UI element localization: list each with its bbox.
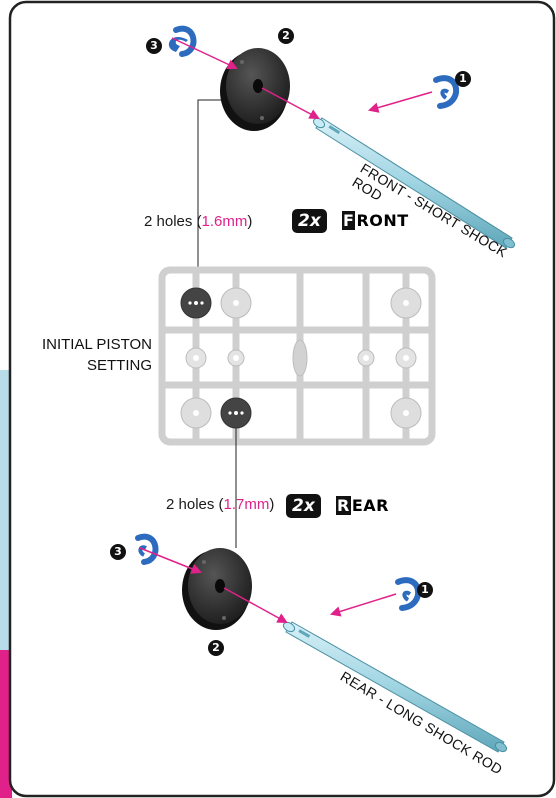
front-arrow-piston-to-rod [261,87,320,119]
rear-step-2-marker: 2 [208,640,224,656]
rear-arrow-clip3-to-piston [139,547,202,574]
front-eclip-3 [168,25,197,57]
piston-setting-line2: SETTING [86,357,152,374]
front-holes-value: 1.6mm [201,213,248,230]
front-holes-label: 2 holes (1.6mm) [144,213,252,230]
rear-shock-rod [282,621,508,753]
front-step-2-marker: 2 [278,28,294,44]
front-step-1-marker: 1 [455,71,471,87]
panel-border [8,0,556,798]
rear-word-first-letter: R [336,496,351,515]
rear-eclip-3 [135,533,159,565]
sprue-pistons [180,287,422,429]
front-piston [220,48,290,131]
piston-setting-line1: INITIAL PISTON [41,336,152,353]
front-multiplier-badge: 2x [292,209,327,233]
rear-multiplier-badge: 2x [286,494,321,518]
front-arrow-clip1-to-rod [367,91,433,113]
front-holes-suffix: ) [247,213,253,230]
front-word-first-letter: F [342,211,356,230]
rear-arrow-piston-to-rod [223,587,288,624]
rear-holes-label: 2 holes (1.7mm) [166,496,274,513]
rear-step-1-marker: 1 [417,582,433,598]
initial-piston-setting-label: INITIAL PISTON SETTING [40,334,152,376]
rear-holes-suffix: ) [269,496,275,513]
rear-holes-value: 1.7mm [223,496,270,513]
front-shock-rod [312,117,516,249]
front-word-rest: RONT [356,211,409,230]
front-arrow-clip3-to-piston [171,37,238,70]
rear-holes-prefix: 2 holes ( [166,496,224,513]
rear-word-rest: EAR [351,496,389,515]
rear-arrow-clip1-to-rod [329,593,397,617]
front-eclip-1 [433,75,459,109]
front-holes-prefix: 2 holes ( [144,213,202,230]
rear-step-3-marker: 3 [110,544,126,560]
front-step-3-marker: 3 [146,38,162,54]
